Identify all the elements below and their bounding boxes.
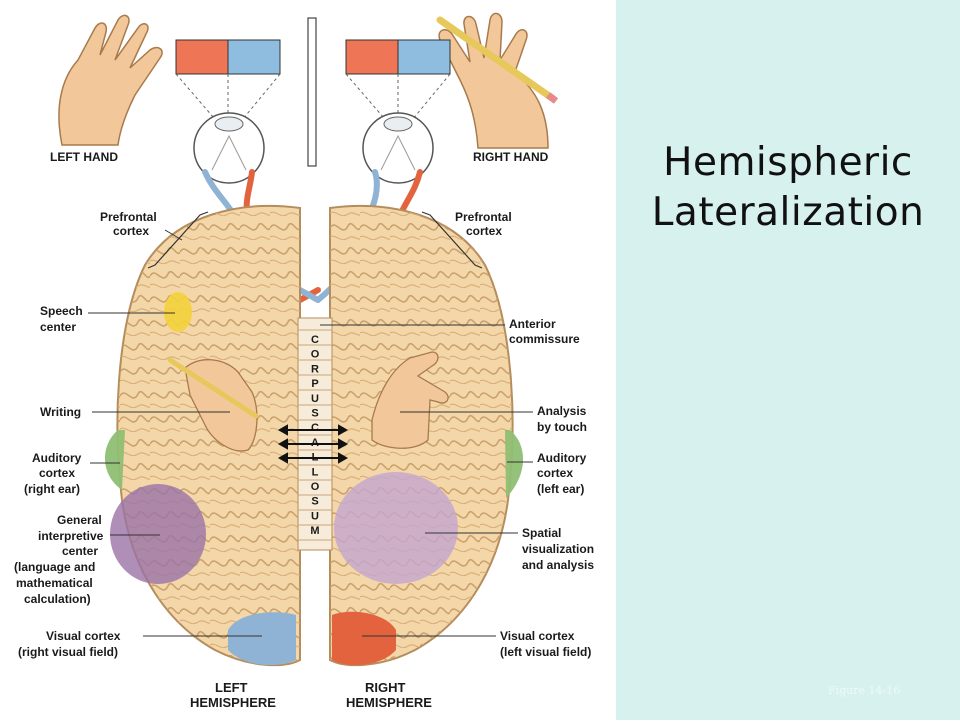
right-hand-label: RIGHT HAND xyxy=(473,150,549,164)
prefrontal-right-label-2: cortex xyxy=(466,224,502,238)
corpus-callosum-letter: O xyxy=(311,481,320,493)
visual-right-label-2: (left visual field) xyxy=(500,645,591,659)
visual-left-label-1: Visual cortex xyxy=(46,629,121,643)
corpus-callosum-letter: P xyxy=(311,378,318,390)
anterior-label-2: commissure xyxy=(509,332,580,346)
left-hemisphere-label-2: HEMISPHERE xyxy=(190,695,276,710)
right-hand-illustration xyxy=(439,13,556,148)
left-hemisphere-label-1: LEFT xyxy=(215,680,248,695)
corpus-callosum-letter: C xyxy=(311,334,319,346)
spatial-region xyxy=(334,472,458,584)
auditory-left-label-3: (right ear) xyxy=(24,482,80,496)
corpus-callosum-letter: L xyxy=(312,466,319,478)
interpretive-label-5: mathematical xyxy=(16,576,93,590)
corpus-callosum-letter: S xyxy=(311,496,318,508)
prefrontal-right-label-1: Prefrontal xyxy=(455,210,512,224)
visual-right-label-1: Visual cortex xyxy=(500,629,575,643)
corpus-callosum-letter: S xyxy=(311,408,318,420)
corpus-callosum-letter: U xyxy=(311,393,319,405)
touch-label-2: by touch xyxy=(537,420,587,434)
slide-title-line-2: Lateralization xyxy=(616,188,960,238)
brain-lateralization-figure: LEFT HAND RIGHT HAND xyxy=(0,0,616,720)
touch-label-1: Analysis xyxy=(537,404,587,418)
left-hand-illustration xyxy=(59,15,162,145)
figure-svg: LEFT HAND RIGHT HAND xyxy=(0,0,616,720)
right-auditory-region xyxy=(505,430,523,498)
slide-title-line-1: Hemispheric xyxy=(616,138,960,188)
prefrontal-left-label-2: cortex xyxy=(113,224,149,238)
visual-divider xyxy=(308,18,316,166)
right-hemisphere-label-1: RIGHT xyxy=(365,680,406,695)
corpus-callosum-letter: R xyxy=(311,363,319,375)
corpus-callosum-letter: A xyxy=(311,437,319,449)
interpretive-label-3: center xyxy=(62,544,98,558)
speech-label-1: Speech xyxy=(40,304,83,318)
slide-title: Hemispheric Lateralization xyxy=(616,138,960,238)
auditory-right-label-2: cortex xyxy=(537,466,573,480)
spatial-label-2: visualization xyxy=(522,542,594,556)
prefrontal-left-label-1: Prefrontal xyxy=(100,210,157,224)
figure-caption: Figure 14-16 xyxy=(828,684,900,697)
left-auditory-region xyxy=(105,430,125,490)
corpus-callosum-letter: U xyxy=(311,510,319,522)
auditory-left-label-1: Auditory xyxy=(32,451,82,465)
interpretive-label-2: interpretive xyxy=(38,529,104,543)
left-hand-label: LEFT HAND xyxy=(50,150,118,164)
visual-left-label-2: (right visual field) xyxy=(18,645,118,659)
left-color-square xyxy=(176,40,280,74)
right-hemisphere-label-2: HEMISPHERE xyxy=(346,695,432,710)
corpus-callosum-letter: M xyxy=(310,525,319,537)
corpus-callosum-letter: O xyxy=(311,349,320,361)
auditory-right-label-3: (left ear) xyxy=(537,482,584,496)
interpretive-label-6: calculation) xyxy=(24,592,91,606)
speech-label-2: center xyxy=(40,320,76,334)
left-hemisphere xyxy=(117,206,300,665)
interpretive-label-1: General xyxy=(57,513,102,527)
corpus-callosum-letter: C xyxy=(311,422,319,434)
writing-label: Writing xyxy=(40,405,81,419)
auditory-right-label-1: Auditory xyxy=(537,451,587,465)
auditory-left-label-2: cortex xyxy=(39,466,75,480)
interpretive-center-region xyxy=(110,484,206,584)
speech-center-region xyxy=(164,292,192,332)
spatial-label-1: Spatial xyxy=(522,526,561,540)
right-color-square xyxy=(346,40,450,74)
spatial-label-3: and analysis xyxy=(522,558,594,572)
interpretive-label-4: (language and xyxy=(14,560,95,574)
anterior-label-1: Anterior xyxy=(509,317,556,331)
title-panel: Hemispheric Lateralization Figure 14-16 xyxy=(616,0,960,720)
